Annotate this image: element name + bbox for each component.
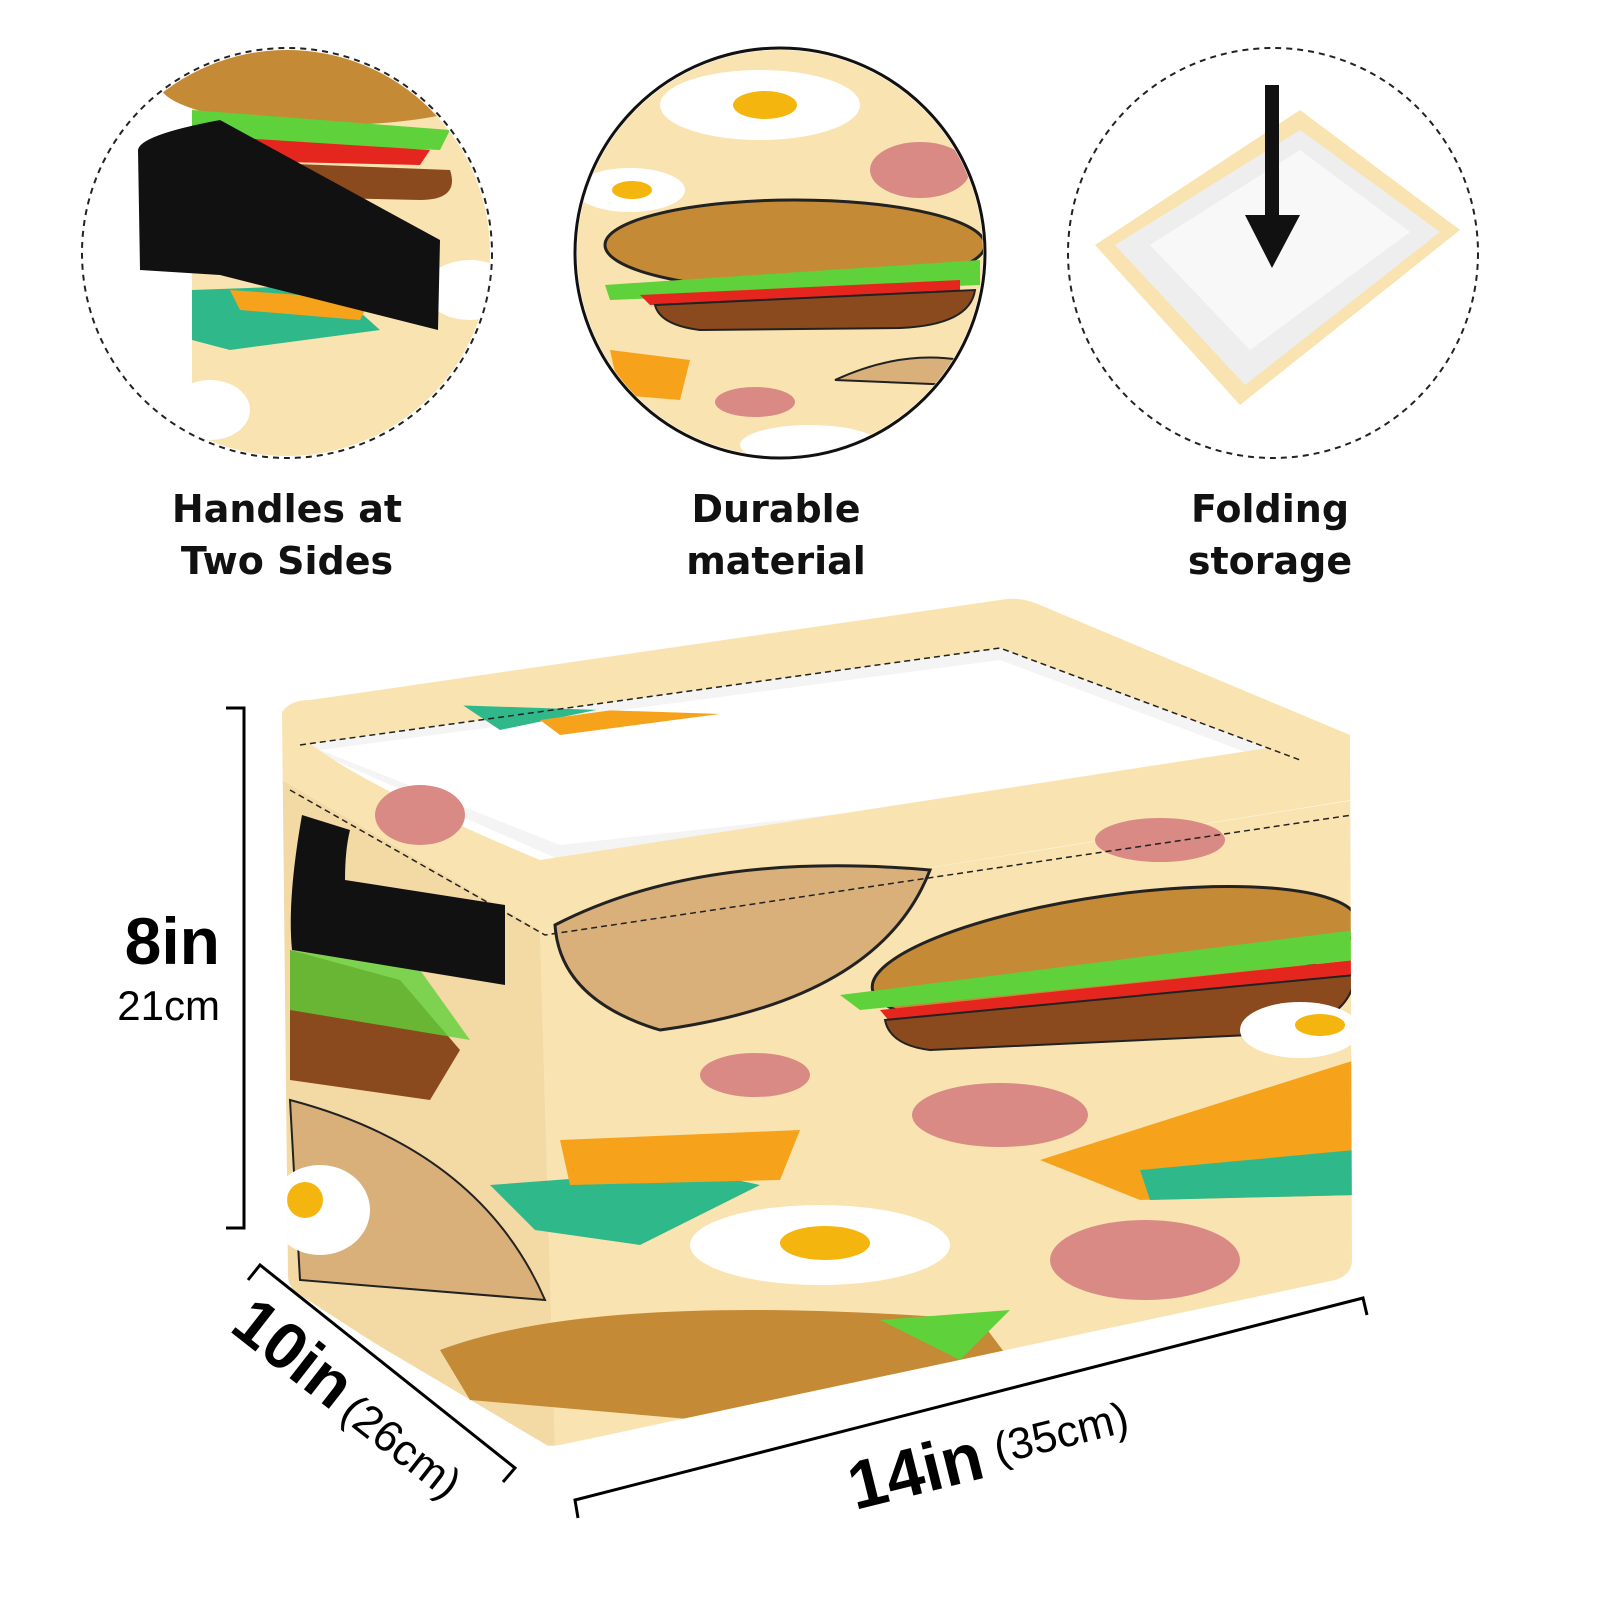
arrow-down-icon <box>1265 85 1279 245</box>
feature-label-line2: storage <box>1188 539 1352 583</box>
handles-closeup <box>81 47 493 459</box>
height-cm: 21cm <box>117 982 220 1029</box>
folding-closeup <box>1067 47 1479 459</box>
width-inches: 14in <box>840 1418 990 1525</box>
storage-box <box>282 598 1353 1446</box>
feature-label-line1: Handles at <box>172 487 402 531</box>
width-cm: (35cm) <box>989 1393 1134 1474</box>
height-inches: 8in <box>125 904 220 978</box>
feature-label-line1: Folding <box>1191 487 1349 531</box>
feature-label-line2: material <box>686 539 866 583</box>
handle-strap-icon <box>138 120 440 330</box>
feature-label-line1: Durable <box>692 487 861 531</box>
height-dimension: 8in 21cm <box>117 706 246 1230</box>
handle-icon <box>290 815 505 985</box>
material-closeup <box>573 46 987 460</box>
feature-label-line2: Two Sides <box>181 539 393 583</box>
depth-cm: (26cm) <box>332 1385 470 1508</box>
